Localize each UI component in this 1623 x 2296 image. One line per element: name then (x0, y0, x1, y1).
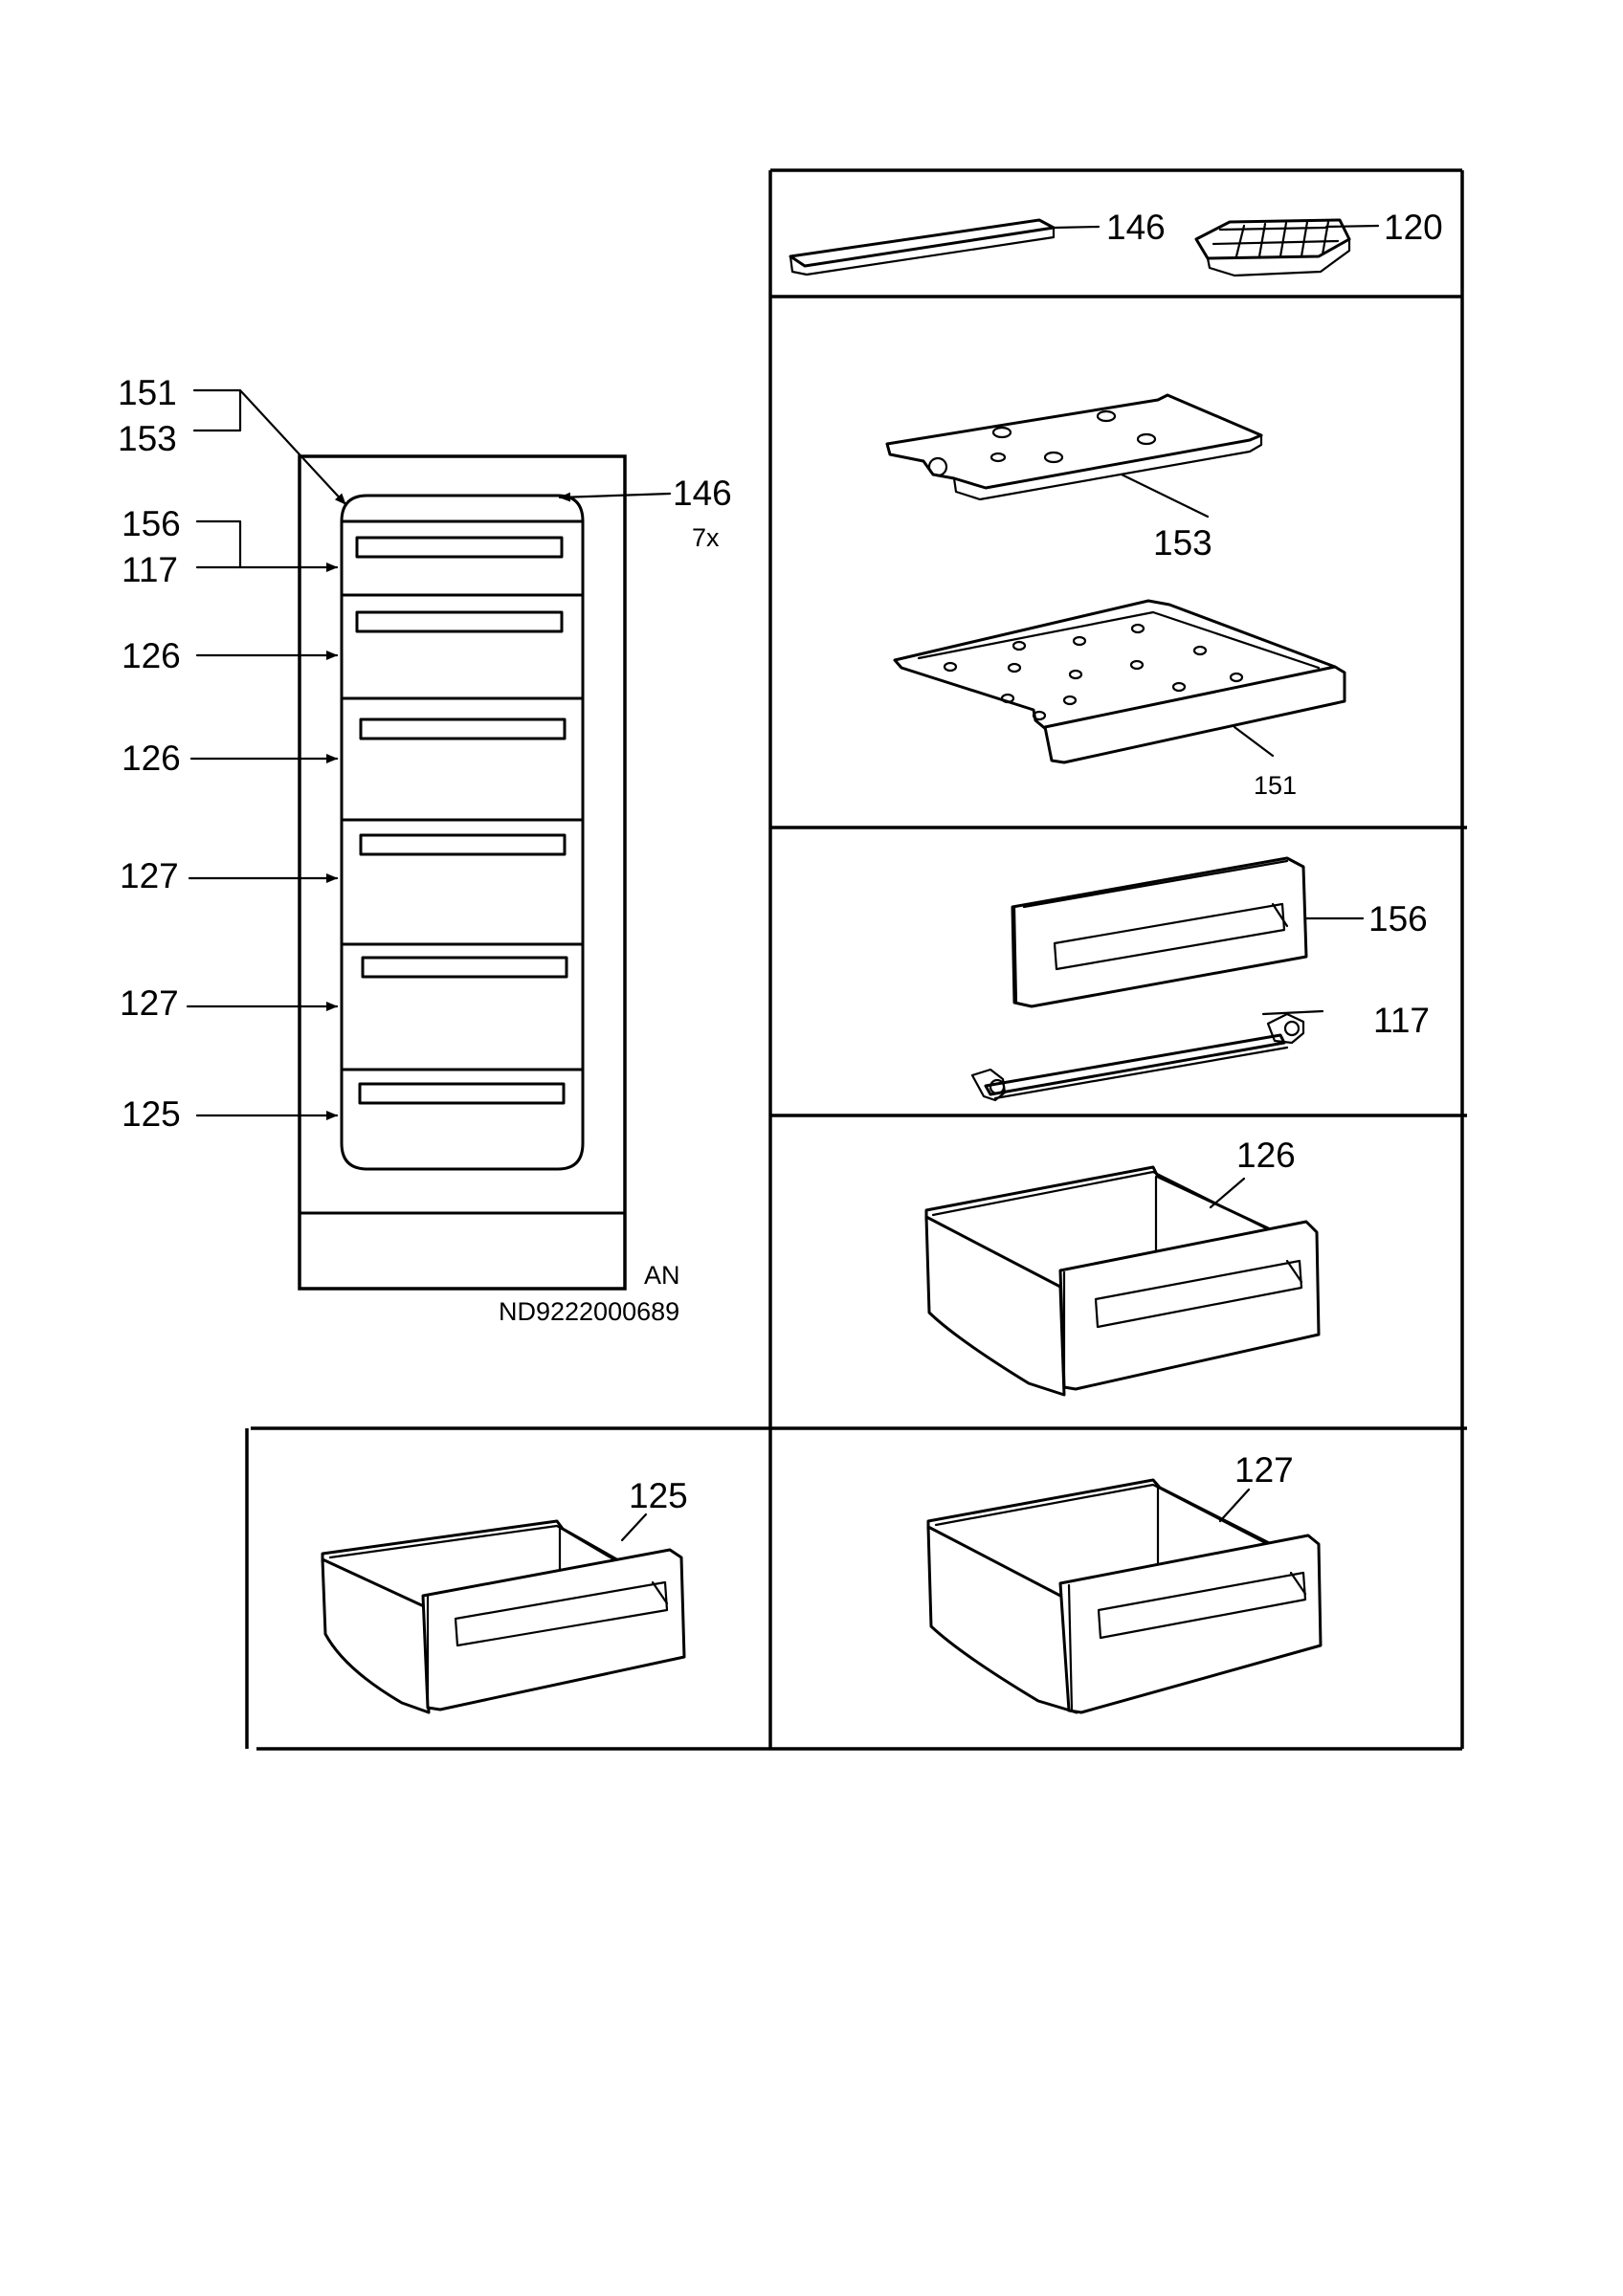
drawer-126-drawing (924, 1165, 1321, 1397)
leader-153-panel (1120, 473, 1210, 519)
panel-front-and-rail: 156 117 (970, 856, 1430, 1102)
label-125-panel: 125 (629, 1476, 688, 1515)
leader-151-153 (238, 388, 347, 506)
label-126-b: 126 (122, 739, 181, 778)
drawer-127-drawing (926, 1478, 1323, 1714)
leader-146-panel (1052, 225, 1101, 230)
label-146: 146 (673, 474, 732, 513)
bracket-156-117 (195, 519, 242, 569)
shelf-151-drawing (893, 599, 1346, 764)
label-151: 151 (118, 373, 177, 412)
drawer-handle (359, 833, 567, 856)
ice-tray-120-drawing (1194, 218, 1351, 277)
leader-146 (558, 492, 672, 502)
drawing-number: ND9222000689 (499, 1297, 679, 1326)
label-127-a: 127 (120, 856, 179, 895)
label-153-panel: 153 (1153, 523, 1212, 563)
label-127-b: 127 (120, 983, 179, 1023)
drawer-125-drawing (321, 1519, 686, 1714)
label-126-a: 126 (122, 636, 181, 675)
code-an: AN (644, 1261, 680, 1290)
label-125: 125 (122, 1094, 181, 1134)
panel-drawer-125: 125 (321, 1476, 688, 1714)
label-120: 120 (1384, 208, 1443, 247)
drawer-handle (358, 1082, 566, 1105)
label-156: 156 (122, 504, 181, 543)
leader-151-panel (1233, 725, 1275, 758)
leader-127-panel (1218, 1488, 1251, 1523)
label-127-panel: 127 (1234, 1450, 1294, 1490)
leader-120 (1324, 224, 1380, 229)
leader-125-panel (620, 1512, 648, 1542)
leader-126-panel (1209, 1177, 1246, 1209)
panel-bar-and-ice-tray: 146 120 (789, 208, 1443, 277)
drawer-handle (355, 610, 564, 633)
drawer-handle (355, 536, 564, 559)
cabinet-outline (298, 454, 627, 1291)
parts-grid (245, 168, 1467, 1751)
bracket-151-153 (192, 388, 242, 432)
panel-drawer-127: 127 (926, 1450, 1323, 1714)
label-117: 117 (122, 550, 178, 589)
appliance-overview: 151 153 156 117 126 126 127 127 125 146 … (118, 373, 732, 1326)
rail-117-drawing (970, 1009, 1324, 1102)
drawer-handle (359, 718, 567, 740)
shelf-cover-153-drawing (885, 393, 1263, 501)
label-117-panel: 117 (1373, 1001, 1430, 1040)
panel-shelf-parts: 153 151 (885, 393, 1346, 800)
drawer-handle (361, 956, 568, 979)
label-126-panel: 126 (1236, 1136, 1296, 1175)
label-151-panel: 151 (1254, 771, 1297, 800)
drawer-stack-outline (340, 494, 585, 1171)
label-153: 153 (118, 419, 177, 458)
label-156-panel: 156 (1368, 899, 1428, 938)
drawer-front-156-drawing (1011, 856, 1308, 1008)
panel-drawer-126: 126 (924, 1136, 1321, 1397)
label-146-panel: 146 (1106, 208, 1166, 247)
quantity-146: 7x (692, 523, 720, 552)
